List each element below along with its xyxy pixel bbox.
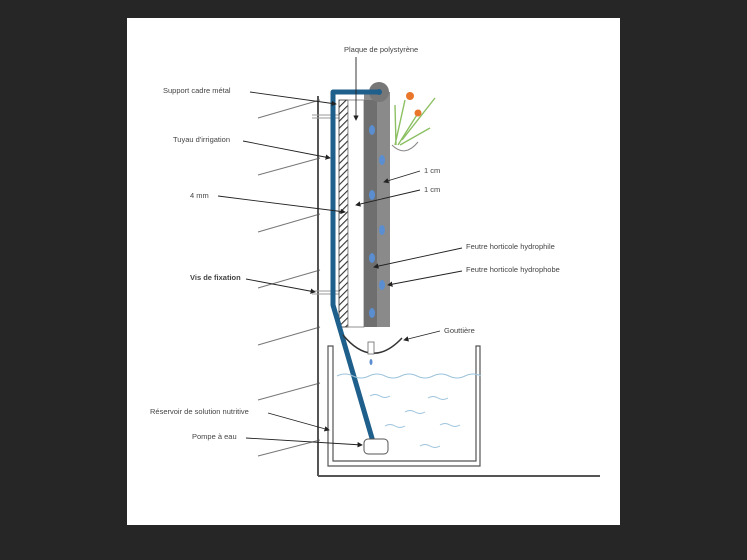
metal-frame — [317, 96, 600, 477]
label-plaque: Plaque de polystyrène — [344, 45, 418, 54]
label-support: Support cadre métal — [163, 86, 231, 95]
label-gouttiere: Gouttière — [444, 326, 475, 335]
water-drops — [369, 125, 385, 318]
label-vis: Vis de fixation — [190, 273, 241, 282]
water-pump — [363, 438, 389, 455]
label-reservoir: Réservoir de solution nutritive — [150, 407, 249, 416]
label-hydrophobe: Feutre horticole hydrophobe — [466, 265, 560, 274]
leader-lines — [217, 57, 463, 448]
label-hydrophile: Feutre horticole hydrophile — [466, 242, 555, 251]
label-1cm-b: 1 cm — [424, 185, 440, 194]
hatched-board — [338, 99, 349, 328]
water-waves — [336, 373, 482, 448]
label-1cm-a: 1 cm — [424, 166, 440, 175]
fixing-screws — [312, 114, 340, 295]
label-pompe: Pompe à eau — [192, 432, 237, 441]
nutrient-reservoir — [327, 345, 481, 467]
guide-lines — [257, 99, 321, 457]
label-4mm: 4 mm — [190, 191, 209, 200]
plant-icon — [391, 92, 436, 152]
polystyrene-plate — [347, 99, 365, 328]
label-tuyau: Tuyau d'irrigation — [173, 135, 230, 144]
hydrophilic-felt — [364, 100, 377, 327]
